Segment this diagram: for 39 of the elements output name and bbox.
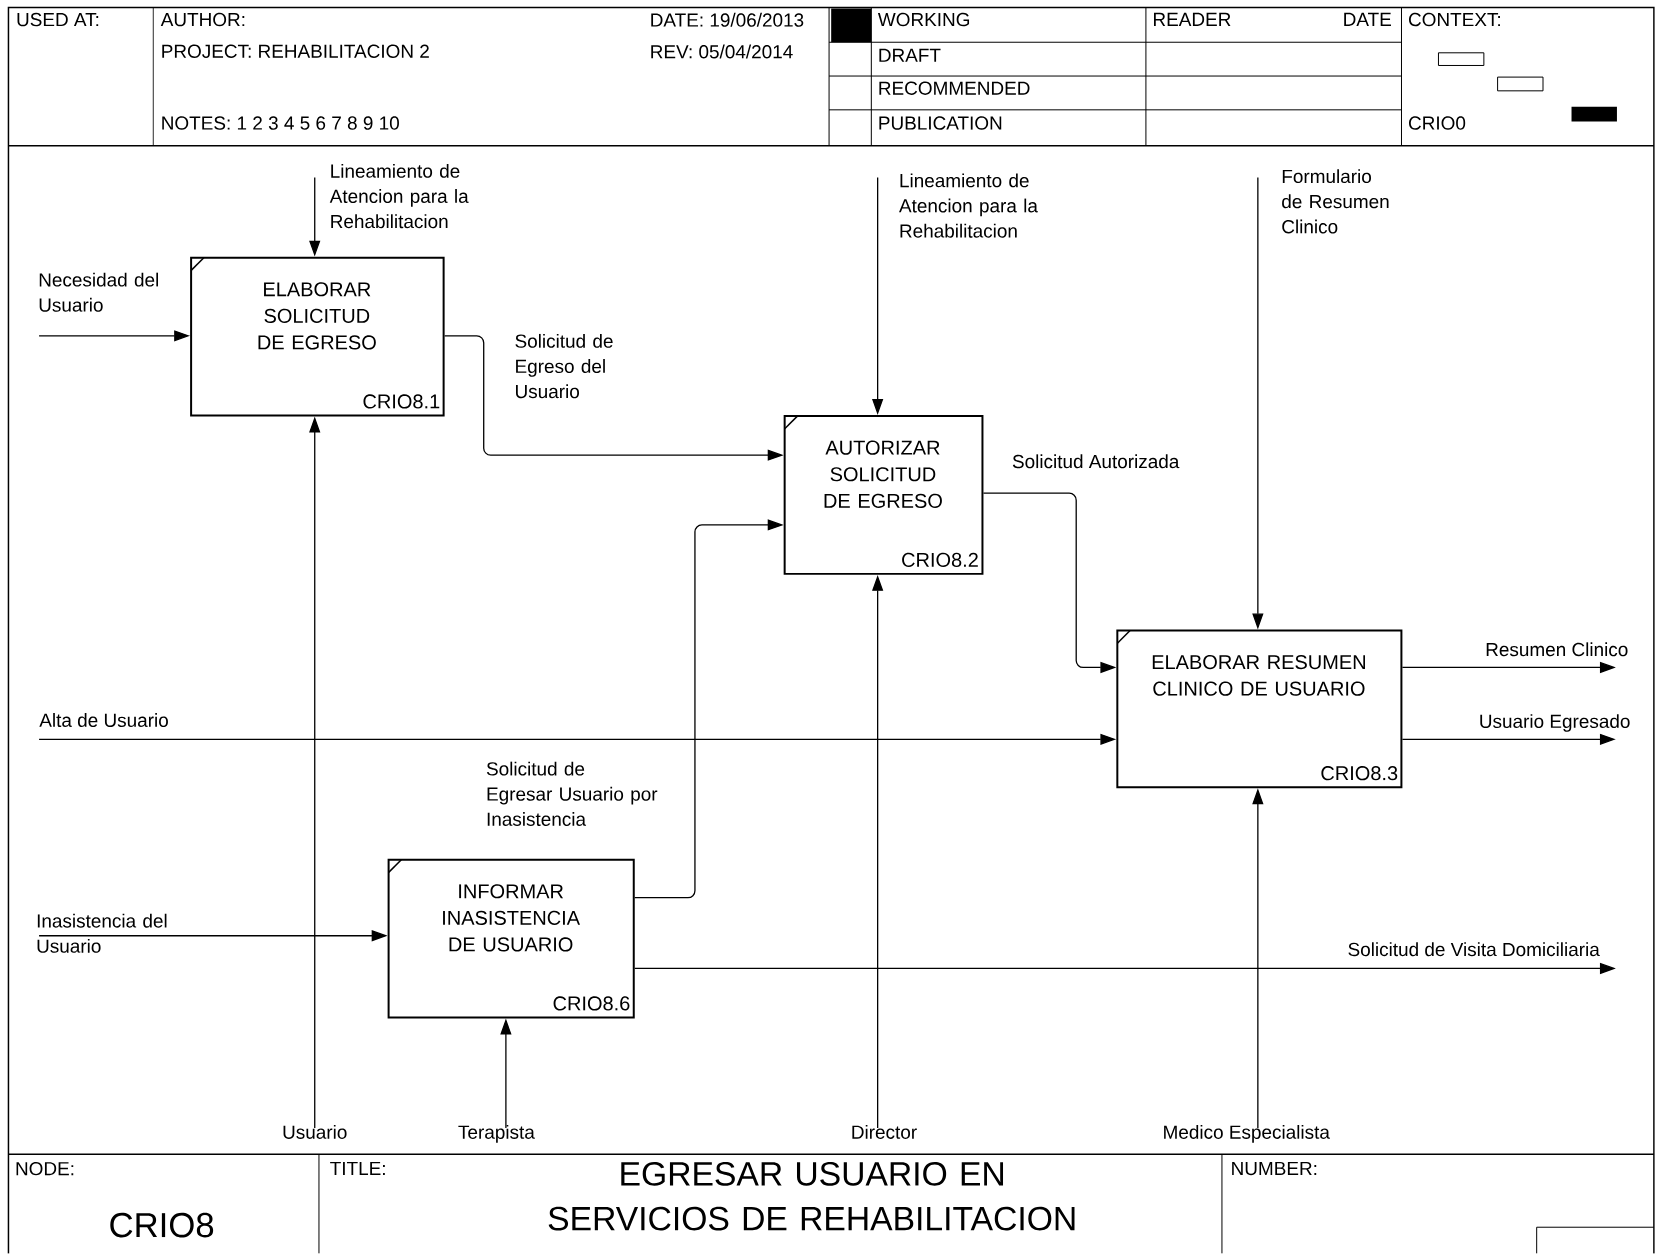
arrow-label: Director	[852, 1125, 917, 1140]
arrow-label: Usuario Egresado	[1480, 714, 1630, 732]
form-label: DATE	[1344, 13, 1391, 27]
arrow-label: Lineamiento de Atencion para la Rehabilitacion	[899, 173, 1038, 238]
diagram-title: EGRESAR USUARIO EN SERVICIOS DE REHABILITACION	[548, 1162, 1075, 1231]
form-label: NUMBER:	[1232, 1162, 1317, 1176]
arrow-label: Terapista	[458, 1125, 535, 1143]
arrow-label: Usuario	[283, 1125, 347, 1140]
form-label: PUBLICATION	[879, 116, 1002, 130]
form-label: DRAFT	[879, 48, 941, 62]
form-label: RECOMMENDED	[879, 81, 1030, 96]
form-label: NODE:	[16, 1162, 74, 1176]
arrow-label: Necesidad del Usuario	[39, 272, 158, 312]
activity-box: INFORMAR INASISTENCIA DE USUARIO CRIO8.6	[387, 858, 635, 1019]
form-label: REV: 05/04/2014	[651, 44, 793, 59]
form-label: WORKING	[877, 13, 970, 27]
activity-box: AUTORIZAR SOLICITUD DE EGRESO CRIO8.2	[783, 415, 984, 576]
activity-box: ELABORAR SOLICITUD DE EGRESO CRIO8.1	[190, 256, 445, 417]
activity-box: ELABORAR RESUMEN CLINICO DE USUARIO CRIO8.3	[1116, 629, 1403, 789]
arrow-label: Solicitud Autorizada	[1012, 454, 1180, 469]
form-label: CRIO8	[110, 1213, 214, 1238]
form-label: PROJECT: REHABILITACION 2	[162, 44, 429, 59]
form-label: DATE: 19/06/2013	[651, 13, 804, 27]
form-label: CONTEXT:	[1409, 13, 1500, 27]
form-label: READER	[1154, 13, 1231, 27]
arrow-label: Resumen Clinico	[1486, 642, 1628, 657]
form-label: TITLE:	[330, 1162, 385, 1176]
arrow-label: Formulario de Resumen Clinico	[1282, 169, 1389, 234]
arrow-label: Lineamiento de Atencion para la Rehabilitacion	[329, 164, 469, 229]
arrow-label: Alta de Usuario	[39, 713, 168, 728]
form-label: USED AT:	[17, 13, 99, 27]
form-label: AUTHOR:	[160, 13, 245, 27]
form-label: CRIO0	[1409, 116, 1466, 130]
arrow-label: Solicitud de Visita Domiciliaria	[1348, 942, 1600, 957]
arrow-label: Solicitud de Egreso del Usuario	[515, 334, 613, 399]
arrow-label: Solicitud de Egresar Usuario por Inasistencia	[486, 761, 658, 827]
arrow-label: Inasistencia del Usuario	[37, 913, 167, 954]
form-label: NOTES: 1 2 3 4 5 6 7 8 9 10	[162, 116, 399, 130]
arrow-label: Medico Especialista	[1164, 1125, 1330, 1143]
